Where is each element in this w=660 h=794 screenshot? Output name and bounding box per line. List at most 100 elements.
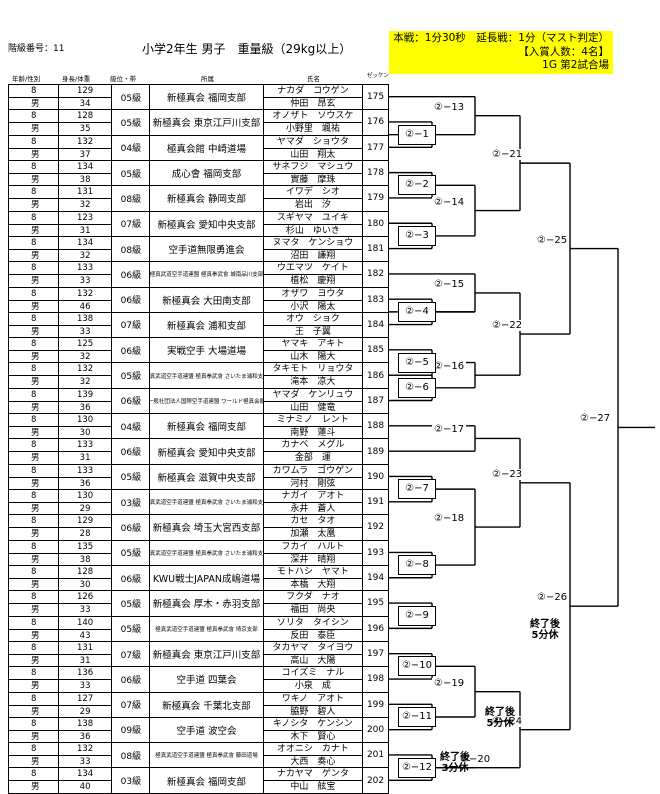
rank: 07級 bbox=[112, 692, 151, 717]
rest-note-line: 3分休 bbox=[441, 763, 469, 774]
name-kana: タキモト リョウタ bbox=[272, 364, 354, 375]
col-rank: 級位・帯 bbox=[110, 75, 136, 83]
dojo: 極真武道空手道連盟 極真拳武會 埼京支部 bbox=[150, 616, 264, 641]
dojo-name: 極真武道空手道連盟 極真拳武會 さいたま浦和支部 bbox=[150, 500, 264, 507]
height: 134 bbox=[76, 769, 94, 780]
sex: 男 bbox=[9, 729, 58, 742]
name-kanji: 脇野 碧人 bbox=[263, 704, 363, 717]
height: 133 bbox=[76, 263, 94, 274]
weight: 36 bbox=[58, 729, 112, 742]
rank: 04級 bbox=[112, 135, 151, 160]
match-label: ②−6 bbox=[398, 377, 436, 398]
sex: 男 bbox=[9, 679, 58, 691]
rank: 08級 bbox=[112, 743, 151, 768]
weight: 30 bbox=[58, 426, 112, 438]
weight: 36 bbox=[58, 476, 112, 489]
name-kanji: 山木 陽大 bbox=[263, 350, 363, 362]
dojo: 極真会館 中崎道場 bbox=[150, 135, 264, 160]
name-kana: タカヤマ タイヨウ bbox=[272, 642, 354, 653]
height: 136 bbox=[76, 668, 94, 679]
name-cell: ワキノ アオト脇野 碧人 bbox=[263, 692, 364, 717]
dojo-name: 空手道無限勇進会 bbox=[168, 245, 245, 257]
rank: 06級 bbox=[112, 515, 151, 540]
rest-note-line: 5分休 bbox=[486, 718, 514, 729]
weight: 46 bbox=[58, 299, 112, 312]
age: 8 bbox=[31, 313, 37, 324]
sex: 男 bbox=[9, 603, 58, 615]
name-cell: フクダ ナオ福田 尚央 bbox=[263, 591, 364, 616]
rank: 03級 bbox=[112, 768, 151, 793]
match-label: ②−26 bbox=[535, 592, 570, 604]
rank: 07級 bbox=[112, 211, 151, 236]
sex: 男 bbox=[9, 223, 58, 236]
division-number-label: 階級番号：11 bbox=[8, 44, 65, 54]
name-kana: ナカダ コウゲン bbox=[277, 86, 349, 96]
age: 8 bbox=[31, 516, 37, 527]
bib: 178 bbox=[366, 168, 385, 179]
rank: 04級 bbox=[112, 414, 151, 439]
match-label: ②−15 bbox=[432, 278, 467, 290]
sex: 男 bbox=[9, 476, 58, 489]
bib: 193 bbox=[366, 547, 385, 558]
name-kana: コイズミ ナル bbox=[281, 668, 345, 679]
rank: 07級 bbox=[112, 312, 151, 338]
age: 8 bbox=[31, 440, 37, 451]
name-cell: オザワ ヨウタ小沢 陽太 bbox=[263, 287, 364, 312]
match-label: ②−2 bbox=[398, 175, 436, 196]
height: 132 bbox=[76, 364, 94, 375]
weight: 38 bbox=[58, 552, 112, 565]
bib: 182 bbox=[366, 269, 385, 280]
name-kanji: 大西 奏心 bbox=[263, 755, 363, 767]
match-label: ②−18 bbox=[432, 513, 467, 525]
dojo-name: 極真武道空手道連盟 極真拳武會 さいたま浦和支部 bbox=[150, 373, 264, 380]
age: 8 bbox=[31, 769, 37, 780]
weight: 30 bbox=[58, 577, 112, 590]
sex: 男 bbox=[9, 451, 58, 463]
weight: 31 bbox=[58, 653, 112, 666]
name-kana: サネフジ マシュウ bbox=[272, 161, 354, 172]
name-cell: ヤマダ ケンリュウ山田 健竜 bbox=[263, 388, 364, 414]
weight: 32 bbox=[58, 248, 112, 261]
height: 132 bbox=[76, 744, 94, 755]
rank: 07級 bbox=[112, 641, 151, 667]
bib: 194 bbox=[366, 573, 385, 584]
col-bib: ゼッケン bbox=[367, 73, 389, 79]
weight: 37 bbox=[58, 147, 112, 160]
rest-note-line: 終了後 bbox=[485, 707, 515, 718]
sex: 男 bbox=[9, 172, 58, 185]
weight: 32 bbox=[58, 198, 112, 210]
name-kanji: 木下 賢心 bbox=[263, 729, 363, 742]
name-cell: キノシタ ケンシン木下 賢心 bbox=[263, 717, 364, 743]
name-kanji: 實藤 摩珠 bbox=[263, 172, 363, 185]
name-cell: ナカダ コウゲン仲田 昂玄 bbox=[263, 85, 364, 110]
height: 132 bbox=[76, 288, 94, 299]
sex: 男 bbox=[9, 502, 58, 514]
name-kana: オノザト ソウスケ bbox=[272, 111, 354, 122]
name-cell: サネフジ マシュウ實藤 摩珠 bbox=[263, 160, 364, 186]
dojo-name: 極真武道空手道連盟 極真拳武會 藤田道場 bbox=[155, 753, 258, 760]
dojo: 極真武道空手道連盟 極真拳武會 藤田道場 bbox=[150, 743, 264, 768]
name-kanji: 中山 舷宝 bbox=[263, 780, 363, 792]
name-cell: ミナミノ レント南野 蓮斗 bbox=[263, 414, 364, 439]
age: 8 bbox=[31, 212, 37, 223]
dojo-name: 新極真会 静岡支部 bbox=[166, 194, 246, 206]
age: 8 bbox=[31, 237, 37, 248]
bib: 179 bbox=[366, 193, 385, 204]
name-kanji: 本橋 大翔 bbox=[263, 577, 363, 590]
dojo: 成心會 福岡支部 bbox=[150, 160, 264, 186]
